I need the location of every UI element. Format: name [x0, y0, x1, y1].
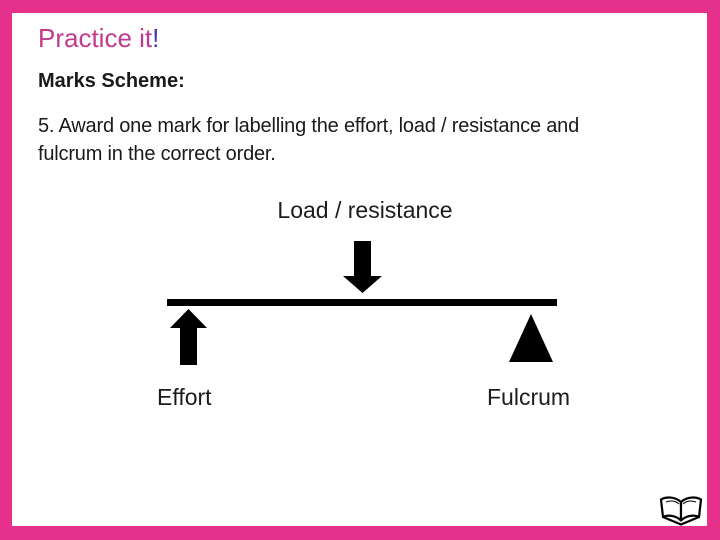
- down-arrow-icon: [343, 241, 382, 293]
- fulcrum-triangle-icon: [509, 314, 553, 362]
- lever-bar: [167, 299, 557, 306]
- marks-scheme-heading: Marks Scheme:: [38, 70, 185, 92]
- load-resistance-label: Load / resistance: [277, 197, 453, 223]
- page-title: Practice it!: [38, 23, 159, 54]
- page-title-exclamation: !: [152, 23, 160, 53]
- marks-scheme-body: 5. Award one mark for labelling the effo…: [38, 115, 580, 165]
- page-title-text: Practice it: [38, 23, 153, 53]
- effort-label: Effort: [157, 384, 212, 410]
- fulcrum-label: Fulcrum: [487, 384, 571, 410]
- open-book-icon: [659, 496, 703, 526]
- up-arrow-icon: [170, 309, 207, 365]
